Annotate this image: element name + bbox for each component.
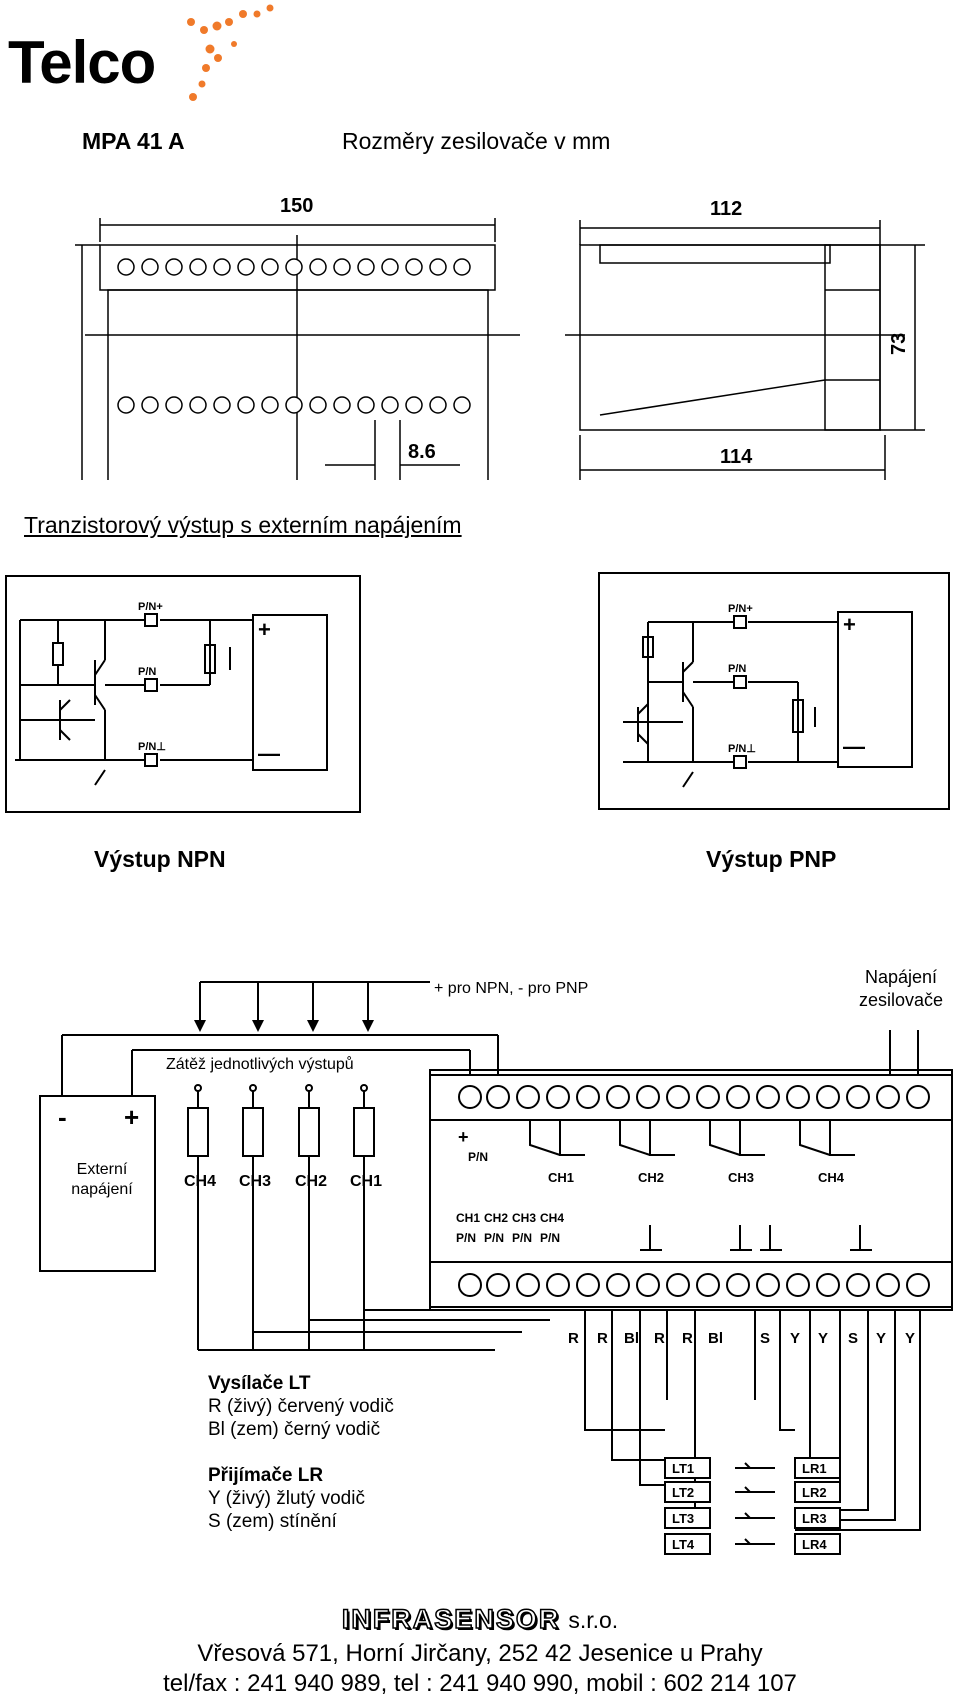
legend-lt-bl: Bl (zem) černý vodič [208,1419,381,1440]
pn-label: P/N [468,1150,488,1164]
amp-supply-line2: zesilovače [858,990,944,1010]
dimension-drawing: 150 73 8.6 112 114 73 [75,195,925,480]
plus-sign: + [458,1127,469,1147]
wire-label: Bl [624,1330,639,1347]
out-pn1: P/N [456,1231,476,1245]
relay-ch4: CH4 [818,1170,845,1185]
ext-plus: + [124,1102,139,1132]
pnp-output-label: Výstup PNP [706,846,837,872]
wire-label: Y [905,1330,915,1347]
relay-ch2: CH2 [638,1170,664,1185]
pnp-term-3: P/N⊥ [728,743,756,755]
legend-lt-r: R (živý) červený vodič [208,1396,394,1417]
npn-term-2: P/N [138,666,156,678]
wire-label: Bl [708,1330,723,1347]
transmitter-lt2: LT2 [672,1485,694,1500]
legend-lr-y: Y (živý) žlutý vodič [208,1488,365,1509]
amplifier-supply-label: Napájení zesilovače [846,966,956,1012]
company-row: INFRASENSOR s.r.o. [0,1603,960,1635]
out-ch1: CH1 [456,1211,480,1225]
relay-ch1: CH1 [548,1170,574,1185]
section-title: Tranzistorový výstup s externím napájení… [24,512,462,538]
amp-supply-line1: Napájení [864,967,938,987]
product-code: MPA 41 A [82,128,185,154]
load-ch4: CH4 [184,1173,216,1190]
ext-minus: - [58,1102,67,1132]
transmitter-lt4: LT4 [672,1537,695,1552]
out-ch3: CH3 [512,1211,536,1225]
receiver-lr1: LR1 [802,1461,827,1476]
legend-lt-title: Vysílače LT [208,1373,311,1394]
legend-lr-s: S (zem) stínění [208,1511,337,1532]
load-ch1: CH1 [350,1173,382,1190]
load-label: Zátěž jednotlivých výstupů [166,1056,354,1073]
out-pn3: P/N [512,1231,532,1245]
svg-text:—: — [843,734,865,759]
side-bottom-label: 114 [720,446,753,468]
wire-label: S [760,1330,770,1347]
external-supply-label: Externí napájení [54,1160,150,1200]
wire-label: Y [818,1330,828,1347]
transmitter-lt1: LT1 [672,1461,694,1476]
wire-label: R [654,1330,665,1347]
npn-term-3: P/N⊥ [138,741,166,753]
legend-lr-title: Přijímače LR [208,1465,324,1486]
transmitter-lt3: LT3 [672,1511,694,1526]
receiver-lr3: LR3 [802,1511,827,1526]
ext-supply-line2: napájení [71,1181,133,1198]
wire-label: R [682,1330,693,1347]
out-pn4: P/N [540,1231,560,1245]
ext-supply-line1: Externí [76,1161,128,1178]
company-suffix: s.r.o. [568,1607,619,1633]
wire-label: Y [876,1330,886,1347]
out-ch4: CH4 [540,1211,564,1225]
out-ch2: CH2 [484,1211,508,1225]
pitch-label: 8.6 [408,441,436,463]
front-width-label: 150 [280,195,313,217]
wiring-diagram: - + CH4 CH3 CH2 CH1 + P/N CH1 CH2 CH3 CH… [39,981,953,1555]
company-name: INFRASENSOR [341,1603,561,1635]
wire-label: R [568,1330,579,1347]
svg-text:—: — [258,741,280,766]
out-pn2: P/N [484,1231,504,1245]
npn-schematic: P/N+ P/N P/N⊥ + — [5,575,361,813]
relay-ch3: CH3 [728,1170,754,1185]
pnp-term-1: P/N+ [728,603,753,615]
logo-dots-icon [187,4,274,101]
load-ch2: CH2 [295,1173,327,1190]
npn-output-label: Výstup NPN [94,846,226,872]
logo-text: Telco [8,29,156,96]
pnp-term-2: P/N [728,663,746,675]
npn-term-1: P/N+ [138,601,163,613]
side-height-label: 73 [888,333,910,355]
wire-label: R [597,1330,608,1347]
pnp-schematic: P/N+ P/N P/N⊥ + — [598,572,950,810]
wire-label: S [848,1330,858,1347]
wire-label: Y [790,1330,800,1347]
side-top-label: 112 [710,198,742,220]
dimensions-title: Rozměry zesilovače v mm [342,128,611,154]
supply-polarity-note: + pro NPN, - pro PNP [434,980,589,997]
company-contact: tel/fax : 241 940 989, tel : 241 940 990… [163,1670,797,1697]
svg-text:+: + [258,617,271,642]
receiver-lr4: LR4 [802,1537,827,1552]
company-address: Vřesová 571, Horní Jirčany, 252 42 Jesen… [197,1640,763,1667]
receiver-lr2: LR2 [802,1485,827,1500]
load-ch3: CH3 [239,1173,271,1190]
svg-text:+: + [843,612,856,637]
legend: Vysílače LT R (živý) červený vodič Bl (z… [208,1372,394,1533]
